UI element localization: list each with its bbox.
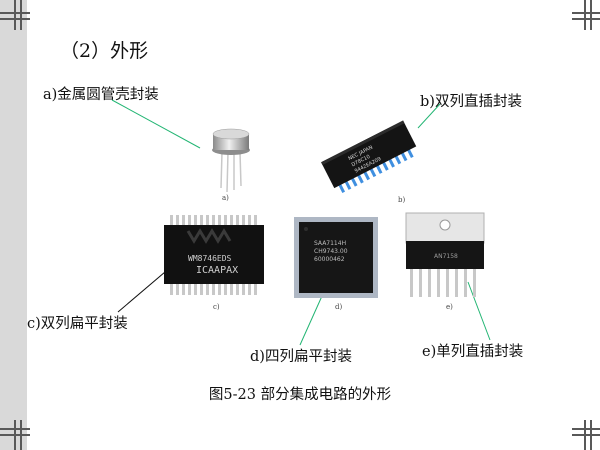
corner-bar [572,434,600,436]
corner-bar [572,18,600,20]
sublabel-b: b) [398,196,406,204]
sop-logo-icon [186,228,232,244]
qfp-marking-2: CH9743.00 [314,248,348,255]
qfp-marking-3: 60000462 [314,256,345,263]
section-heading: （2）外形 [60,40,149,62]
corner-bar [584,420,586,450]
sop-marking-2: ICAAPAX [196,265,238,276]
sip-marking: AN7158 [434,253,458,260]
sublabel-a: a) [222,194,229,202]
corner-bar [20,0,22,30]
sublabel-e: e) [446,303,453,311]
metal-can-chip-image [212,128,250,193]
label-sop: c)双列扁平封装 [27,316,128,332]
label-metal-can: a)金属圆管壳封装 [43,87,159,103]
sop-chip-image: WM8746EDS ICAAPAX [164,215,264,295]
sip-chip-image: AN7158 [405,212,485,297]
slide-left-edge [0,0,27,450]
sublabel-d: d) [335,303,343,311]
qfp-marking-1: SAA7114H [314,240,346,247]
leader-line-d [299,295,323,346]
corner-bar [14,420,16,450]
label-sip: e)单列直插封装 [422,344,524,360]
corner-bar [590,420,592,450]
sublabel-c: c) [213,303,220,311]
corner-bar [572,428,600,430]
qfp-chip-image: SAA7114H CH9743.00 60000462 [294,217,378,298]
corner-bar [584,0,586,30]
leader-line-e [467,281,491,341]
corner-bar [590,0,592,30]
corner-bar [572,12,600,14]
leader-line-a [111,99,201,149]
dip-chip-image: NEC JAPAN D78C10 9442EA209 [321,120,417,193]
figure-caption: 图5-23 部分集成电路的外形 [208,387,392,403]
label-dip: b)双列直插封装 [420,94,522,110]
corner-bar [14,0,16,30]
sop-marking-1: WM8746EDS [188,254,232,263]
label-qfp: d)四列扁平封装 [250,349,352,365]
leader-line-b [417,103,441,129]
corner-bar [20,420,22,450]
